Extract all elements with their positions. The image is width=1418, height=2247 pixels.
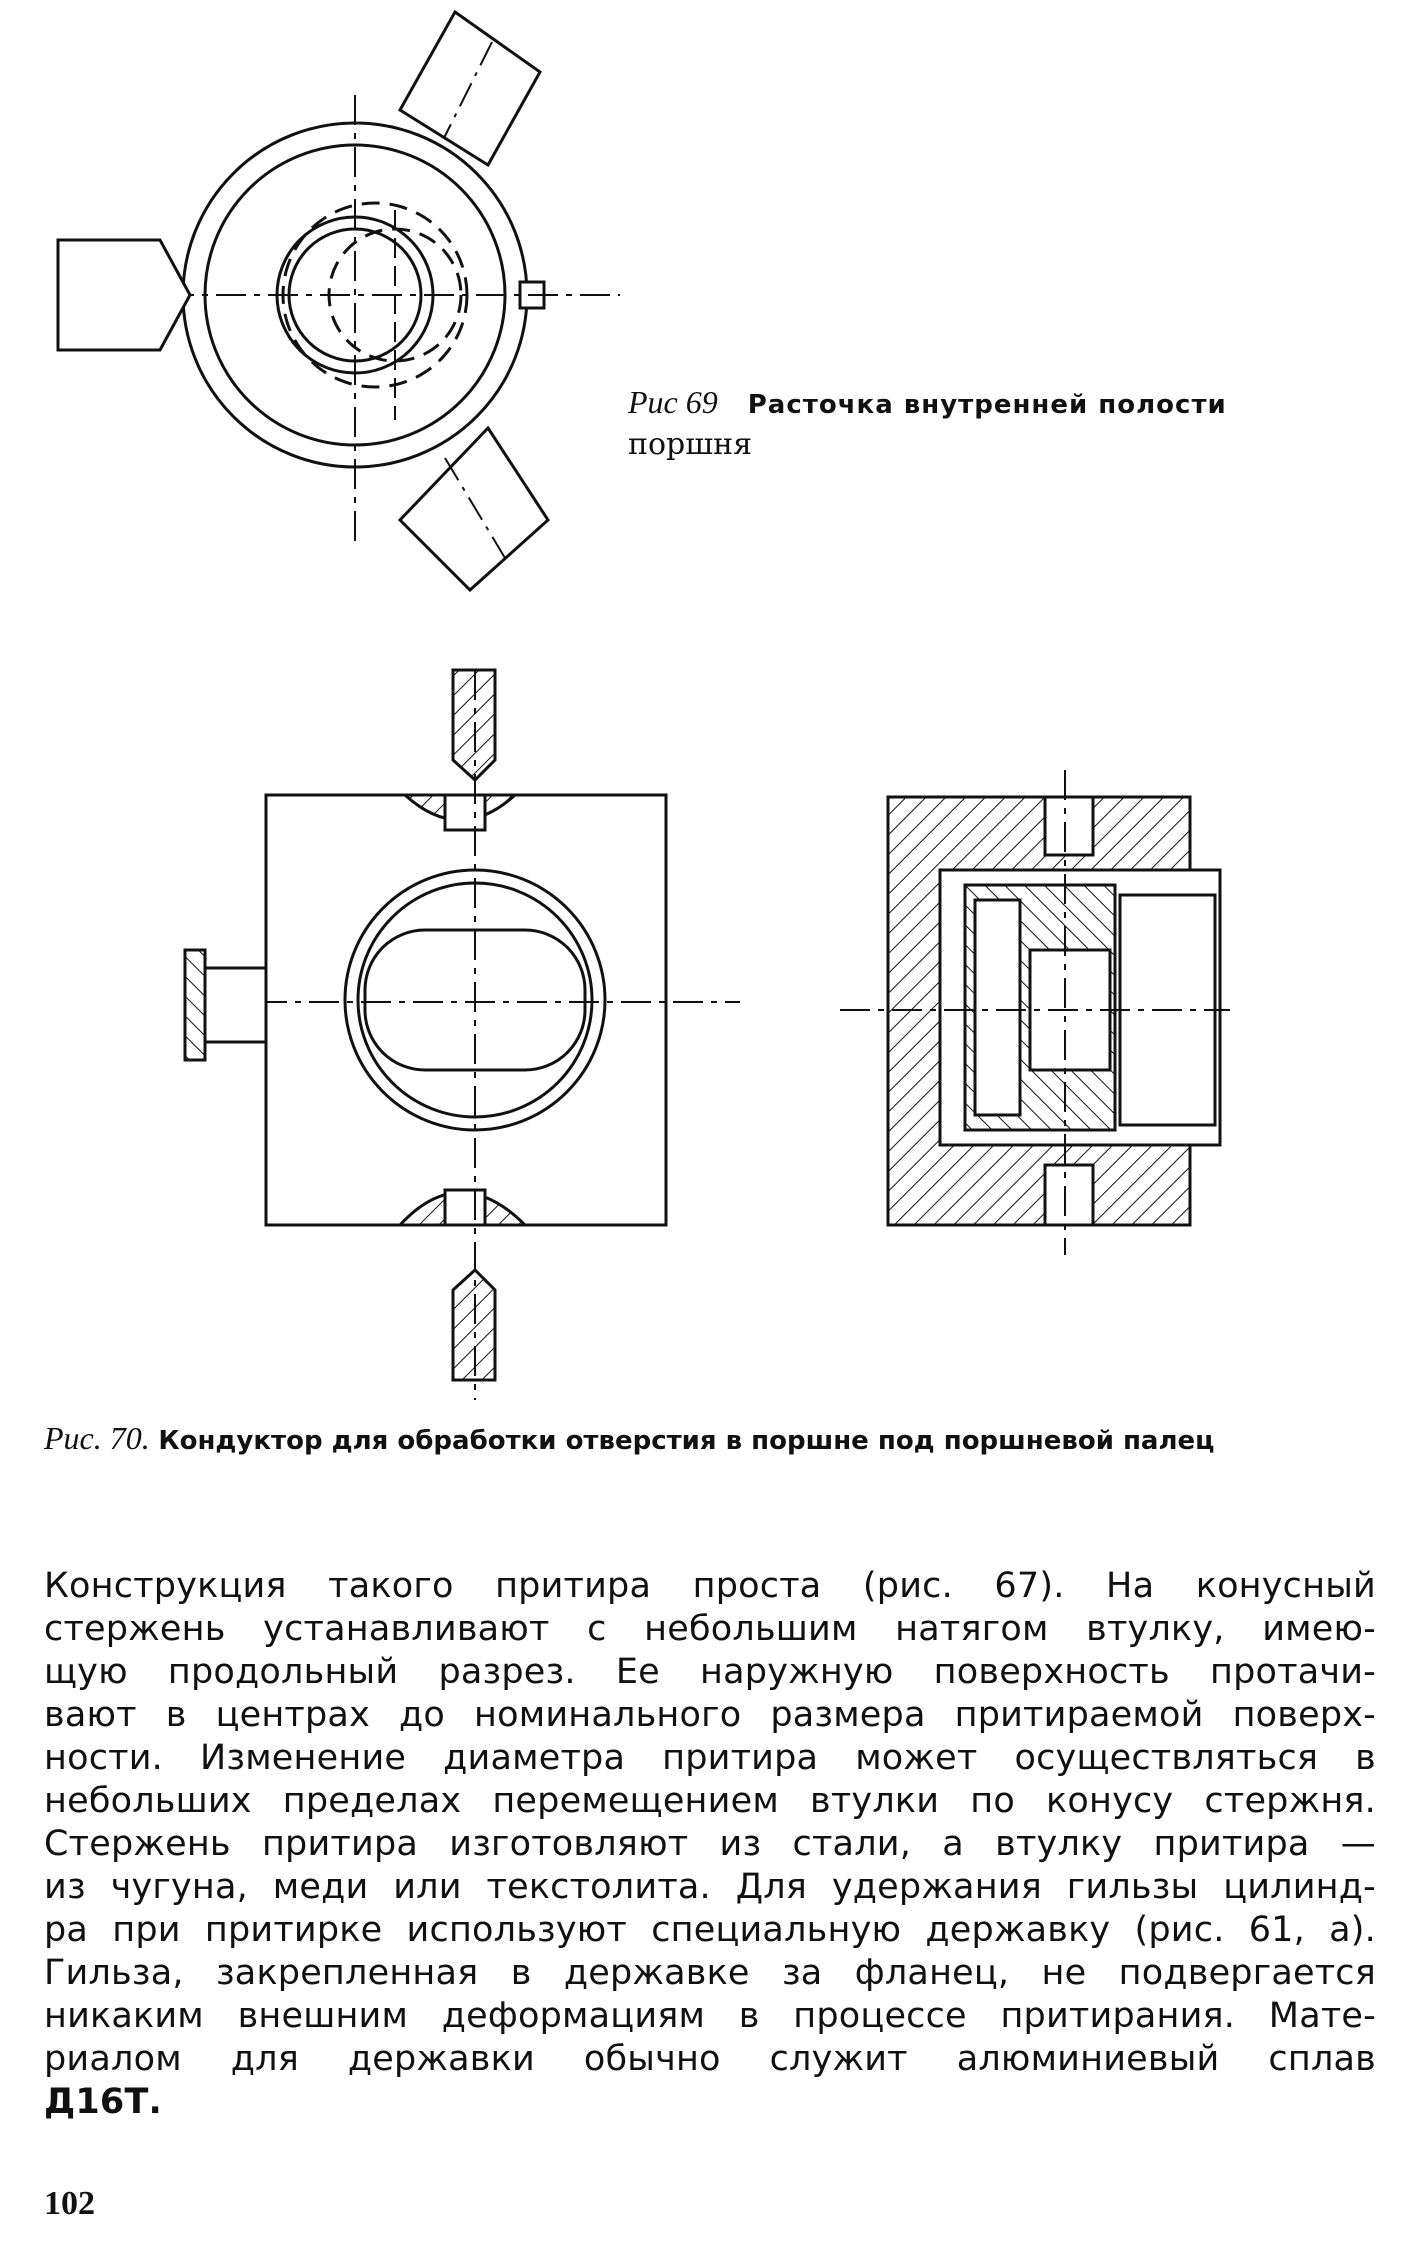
- text-line: никаким внешним деформациям в процессе п…: [44, 1996, 1376, 2036]
- body-paragraph: Конструкция такого притира проста (рис. …: [44, 1565, 1376, 2124]
- text-line: Конструкция такого притира проста (рис. …: [44, 1566, 1376, 1606]
- text-line: риалом для державки обычно служит алюмин…: [44, 2039, 1376, 2079]
- text-line: небольших пределах перемещением втулки п…: [44, 1781, 1376, 1821]
- figure-69-label: Рис 69: [628, 384, 718, 420]
- text-line: Д16Т.: [44, 2082, 163, 2122]
- figure-69-title-continuation: поршня: [628, 427, 753, 462]
- figure-70-caption: Рис. 70. Кондуктор для обработки отверст…: [44, 1420, 1374, 1457]
- text-line: из чугуна, меди или текстолита. Для удер…: [44, 1867, 1376, 1907]
- text-line: ра при притирке используют специальную д…: [44, 1910, 1376, 1950]
- figure-69-caption: Рис 69 Расточка внутренней полости поршня: [628, 382, 1368, 465]
- figure-70-jig-front: [183, 668, 740, 1400]
- text-line: стержень устанавливают с небольшим натяг…: [44, 1609, 1376, 1649]
- page-number: 102: [44, 2185, 95, 2222]
- text-line: Стержень притира изготовляют из стали, а…: [44, 1824, 1376, 1864]
- technical-drawings: [56, 9, 1230, 1400]
- text-line: ности. Изменение диаметра притира может …: [44, 1738, 1376, 1778]
- figure-69-drawing: [56, 9, 620, 593]
- text-line: щую продольный разрез. Ее наружную повер…: [44, 1652, 1376, 1692]
- figure-70-label: Рис. 70.: [44, 1420, 150, 1456]
- figure-69-title: Расточка внутренней полости: [747, 390, 1227, 420]
- figure-70-title: Кондуктор для обработки отверстия в порш…: [158, 1426, 1215, 1456]
- text-line: Гильза, закрепленная в державке за флане…: [44, 1953, 1376, 1993]
- text-line: вают в центрах до номинального размера п…: [44, 1695, 1376, 1735]
- figure-70-jig-section: [840, 770, 1230, 1255]
